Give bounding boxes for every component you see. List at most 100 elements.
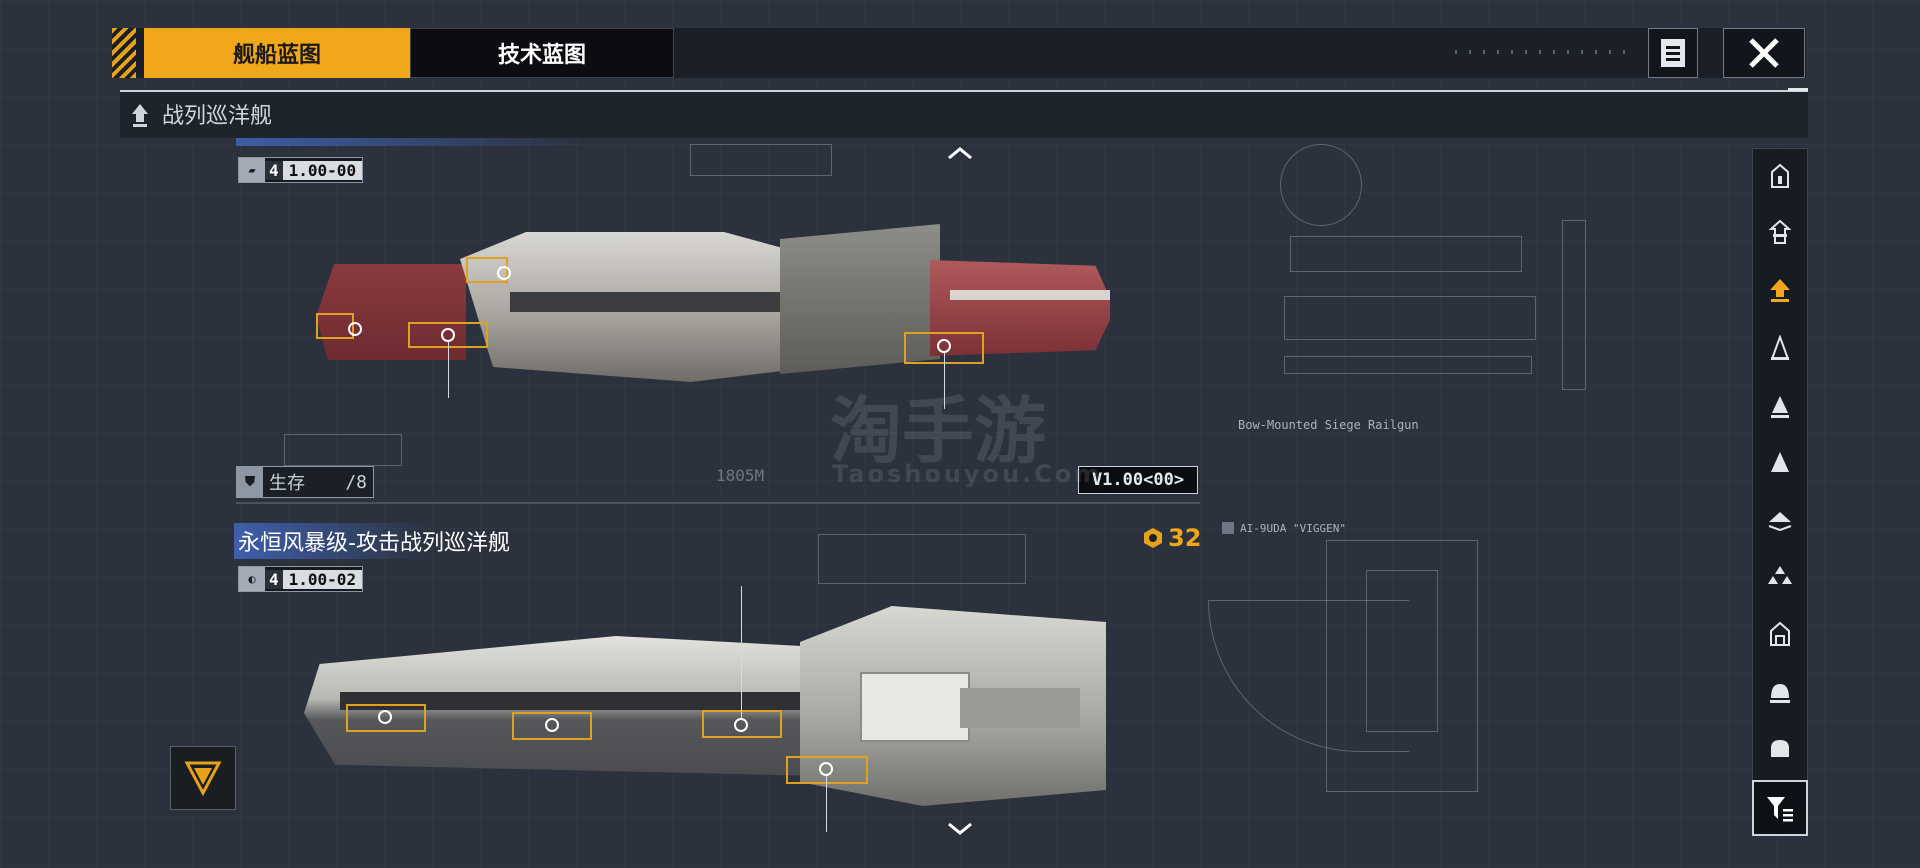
- tab-tech-blueprint[interactable]: 技术蓝图: [410, 28, 674, 78]
- blueprint-ship1-side-schematic: [284, 434, 402, 466]
- ship1-code-version: 1.00-00: [282, 160, 363, 180]
- ship2-faction-icon: ◐: [239, 567, 265, 591]
- ship1-stern: [316, 264, 466, 360]
- ship2-code-num: 4: [265, 569, 283, 589]
- ship-class-8-icon: [1768, 566, 1792, 584]
- sidebar-item-battlecruiser[interactable]: [1760, 270, 1800, 310]
- blueprint-turret-top: [1290, 236, 1522, 272]
- sidebar-item-class-2[interactable]: [1760, 212, 1800, 252]
- ship2-hardpoint-line: [741, 586, 742, 718]
- ship-class-4-icon: [1770, 335, 1790, 360]
- ship1-model[interactable]: [310, 212, 1118, 402]
- ship2-hull-seam: [340, 692, 800, 710]
- close-button[interactable]: [1723, 28, 1805, 78]
- ship2-hardpoint[interactable]: [378, 710, 392, 724]
- chevron-up-icon[interactable]: [946, 144, 974, 162]
- category-header: [120, 90, 1808, 138]
- blueprint-barrel: [1284, 356, 1532, 374]
- ship-class-7-icon: [1768, 512, 1792, 531]
- ship-class-1-icon: [1771, 163, 1789, 188]
- ship2-score: 32: [1142, 524, 1201, 552]
- filter-icon: [1767, 797, 1793, 822]
- sidebar-item-class-11[interactable]: [1760, 728, 1800, 768]
- sidebar-item-class-5[interactable]: [1760, 386, 1800, 426]
- ship-class-5-icon: [1771, 396, 1789, 418]
- ship1-survive-badge: ⛊ 生存 /8: [236, 466, 374, 498]
- shield-icon: ⛊: [237, 467, 263, 497]
- ship1-bow-stripe: [950, 290, 1110, 300]
- ship1-divider: [236, 502, 1200, 504]
- close-icon: [1749, 38, 1779, 68]
- ship1-faction-icon: ▰: [239, 158, 265, 182]
- ship2-hardpoint-bracket: [786, 756, 868, 784]
- ship-class-6-icon: [1771, 452, 1789, 472]
- document-button[interactable]: [1648, 28, 1698, 78]
- ship1-hardpoint[interactable]: [937, 339, 951, 353]
- tab-ship-blueprint-label: 舰船蓝图: [232, 43, 321, 68]
- top-bar-stripe: [112, 28, 136, 78]
- gold-medal-icon: [1144, 528, 1162, 548]
- tab-ship-blueprint[interactable]: 舰船蓝图: [144, 28, 410, 78]
- chevron-down-icon[interactable]: [946, 820, 974, 838]
- filter-button[interactable]: [1752, 780, 1808, 836]
- emblem-icon: [184, 761, 222, 797]
- ship2-hardpoint[interactable]: [734, 718, 748, 732]
- watermark-en: Taoshouyou.Com: [832, 460, 1103, 488]
- battlecruiser-class-icon: [132, 104, 148, 127]
- ship2-model[interactable]: [300, 606, 1110, 812]
- ship1-center-spine: [510, 292, 810, 312]
- ship1-version-badge: V1.00<00>: [1078, 466, 1198, 494]
- blueprint-vertical-rail: [1562, 220, 1586, 390]
- ship-class-2-icon: [1769, 219, 1791, 244]
- ship2-hardpoint-bracket: [702, 710, 782, 738]
- blueprint-bullet: [1222, 522, 1234, 534]
- ship1-bow: [930, 260, 1110, 356]
- blueprint-scope-circle: [1280, 144, 1362, 226]
- ship2-hardpoint-bracket: [346, 704, 426, 732]
- ship2-hardpoint[interactable]: [819, 762, 833, 776]
- blueprint-ship2-schematic: [818, 534, 1026, 584]
- ship2-hardpoint-line: [826, 776, 827, 832]
- top-bar-decoration: [1455, 50, 1625, 54]
- sidebar-item-class-1[interactable]: [1760, 156, 1800, 196]
- ship-class-10-icon: [1770, 684, 1790, 703]
- sidebar-item-class-9[interactable]: [1760, 614, 1800, 654]
- ship2-bow-block: [960, 688, 1080, 728]
- ship2-hardpoint[interactable]: [545, 718, 559, 732]
- ship2-code-badge: ◐ 4 1.00-02: [238, 566, 364, 592]
- fleet-emblem-button[interactable]: [170, 746, 236, 810]
- ship1-hardpoint-line: [448, 342, 449, 398]
- ship1-code-num: 4: [265, 160, 283, 180]
- sidebar-item-class-7[interactable]: [1760, 500, 1800, 540]
- blueprint-hull-core: [1366, 570, 1438, 732]
- watermark-cn: 淘手游: [830, 389, 1047, 473]
- ship2-hardpoint-bracket: [512, 712, 592, 740]
- blueprint-turret-side: [1284, 296, 1536, 340]
- category-header-corner: [1788, 88, 1808, 91]
- ship1-title-bar: [236, 138, 586, 146]
- sidebar-item-class-10[interactable]: [1760, 672, 1800, 712]
- blueprint-hull-front-view: [1326, 540, 1478, 792]
- ship1-hardpoint[interactable]: [441, 328, 455, 342]
- ship2-code-version: 1.00-02: [282, 569, 363, 589]
- ship-class-sidebar: [1752, 148, 1808, 834]
- ship1-survive-label: 生存: [269, 473, 305, 494]
- sidebar-item-class-4[interactable]: [1760, 328, 1800, 368]
- ship2-bridge: [860, 672, 970, 742]
- blueprint-cannon-title: Bow-Mounted Siege Railgun: [1238, 418, 1419, 432]
- blueprint-ship1-schematic: [690, 144, 832, 176]
- ship1-survive-value: /8: [345, 471, 367, 493]
- ship1-hardpoint[interactable]: [497, 266, 511, 280]
- ship1-hangar: [780, 224, 940, 374]
- battlecruiser-icon: [1770, 279, 1790, 302]
- sidebar-item-class-8[interactable]: [1760, 556, 1800, 596]
- ship2-score-value: 32: [1168, 524, 1202, 552]
- blueprint-ai-label: AI-9UDA "VIGGEN": [1240, 522, 1346, 535]
- ship2-title: 永恒风暴级-攻击战列巡洋舰: [234, 523, 514, 559]
- document-icon: [1661, 39, 1685, 67]
- ship1-length: 1805M: [716, 466, 765, 485]
- category-title: 战列巡洋舰: [162, 104, 273, 129]
- ship1-hardpoint[interactable]: [348, 322, 362, 336]
- sidebar-item-class-6[interactable]: [1760, 442, 1800, 482]
- ship1-code-badge: ▰ 4 1.00-00: [238, 157, 364, 183]
